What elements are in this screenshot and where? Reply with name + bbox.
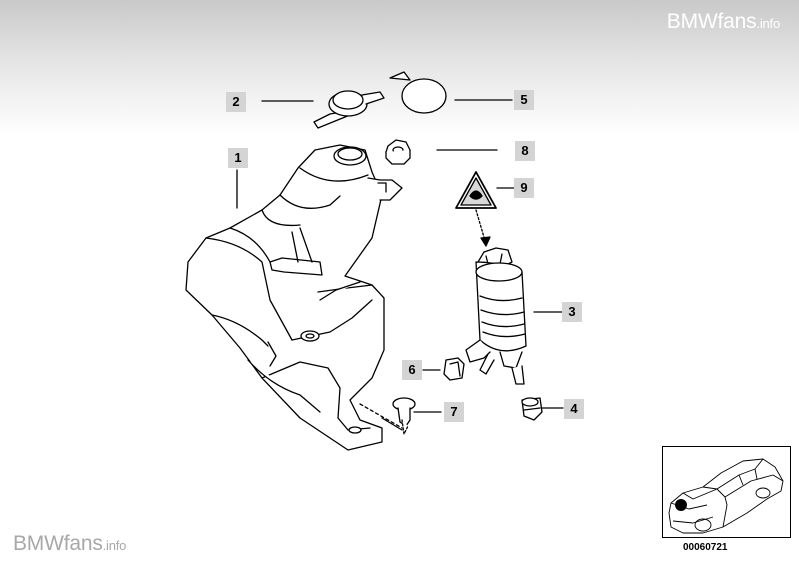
expanding-rivet xyxy=(359,397,416,435)
callout-8: 8 xyxy=(515,141,535,161)
callout-1: 1 xyxy=(228,148,248,168)
filler-cap xyxy=(313,90,385,129)
warning-label xyxy=(455,171,497,247)
grommet xyxy=(521,397,543,421)
diagram-code: 00060721 xyxy=(683,542,728,553)
callout-2: 2 xyxy=(226,92,246,112)
cover xyxy=(389,71,447,114)
callout-7: 7 xyxy=(444,402,464,422)
watermark-bottom: BMWfans.info xyxy=(13,532,127,555)
location-marker xyxy=(675,499,687,511)
hose-clamp xyxy=(443,357,465,381)
callout-9: 9 xyxy=(514,178,534,198)
car-outline-icon xyxy=(668,458,784,534)
washer-pump xyxy=(465,247,527,385)
callout-5: 5 xyxy=(514,90,534,110)
callout-6: 6 xyxy=(402,360,422,380)
reservoir-tank xyxy=(185,144,403,451)
vehicle-location-inset xyxy=(662,446,791,538)
callout-3: 3 xyxy=(562,302,582,322)
callout-4: 4 xyxy=(564,399,584,419)
nut xyxy=(385,139,411,165)
watermark-top: BMWfans.info xyxy=(666,10,780,33)
leader-lines xyxy=(236,99,564,413)
